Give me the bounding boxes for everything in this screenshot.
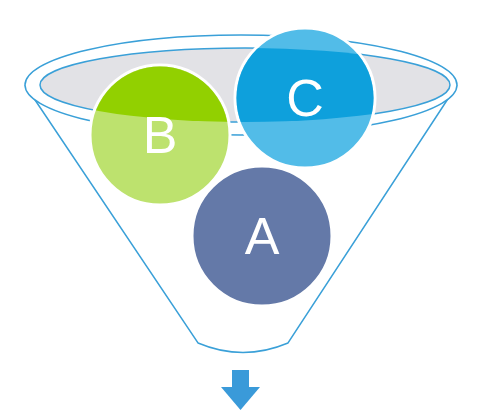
circle-letter: B bbox=[143, 109, 178, 161]
circle-node: C bbox=[232, 25, 378, 171]
output-arrow bbox=[221, 370, 260, 410]
circle-letter: C bbox=[286, 72, 324, 124]
circle-node: B bbox=[87, 62, 233, 208]
circle-letter: A bbox=[245, 210, 280, 262]
